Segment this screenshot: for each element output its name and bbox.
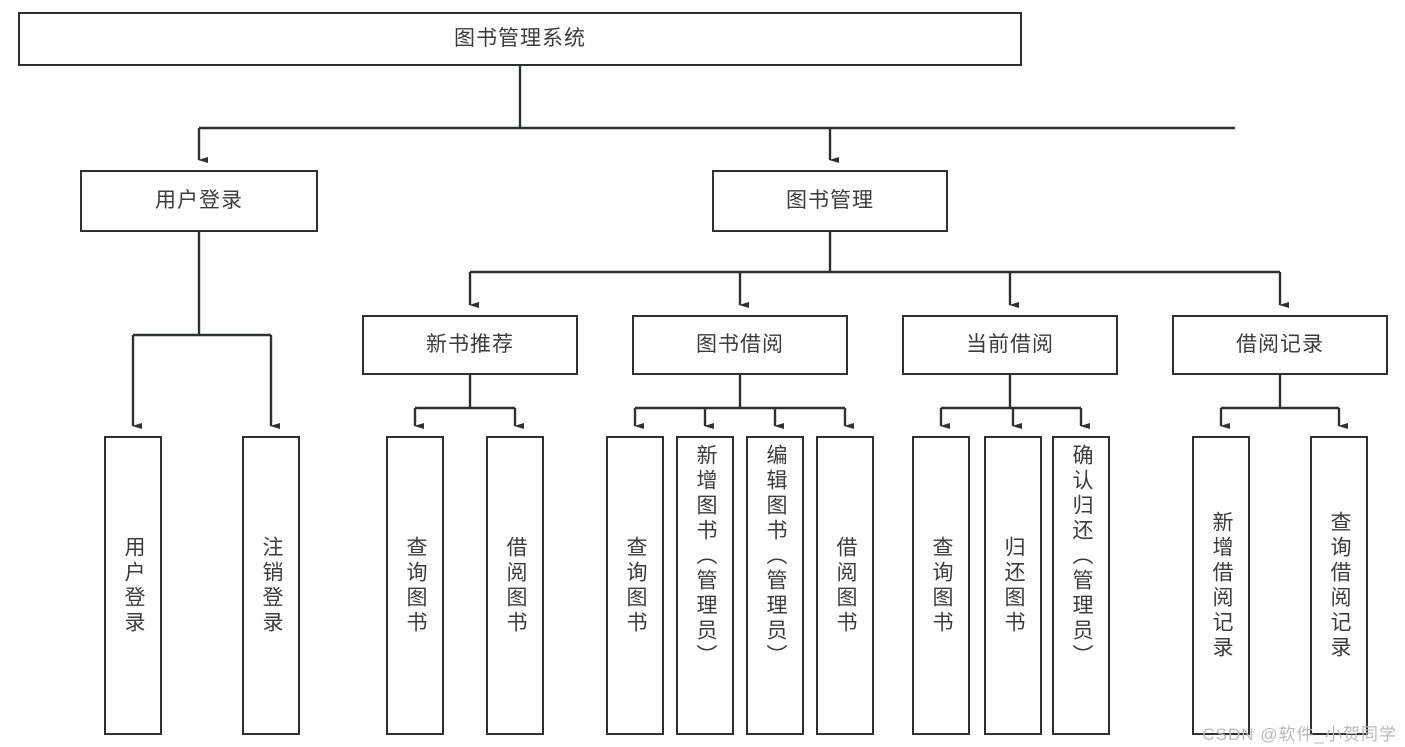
node-user-login[interactable]: 用户登录 <box>80 170 318 232</box>
leaf-label: 新增图书（管理员） <box>694 444 718 669</box>
leaf-query-borrow-record[interactable]: 查询借阅记录 <box>1310 436 1368 735</box>
leaf-label: 查询图书 <box>624 535 648 636</box>
node-book-borrow[interactable]: 图书借阅 <box>632 315 848 375</box>
node-new-book-recommend[interactable]: 新书推荐 <box>362 315 578 375</box>
leaf-query-book-borrow[interactable]: 查询图书 <box>606 436 664 735</box>
node-new-book-recommend-label: 新书推荐 <box>426 333 514 357</box>
watermark: CSDN @软件_小贺同学 <box>1202 725 1397 744</box>
node-borrow-record[interactable]: 借阅记录 <box>1172 315 1388 375</box>
leaf-query-book-recommend[interactable]: 查询图书 <box>386 436 444 735</box>
leaf-edit-book-admin[interactable]: 编辑图书（管理员） <box>746 436 804 735</box>
leaf-label: 确认归还（管理员） <box>1070 444 1094 669</box>
node-current-borrow-label: 当前借阅 <box>966 333 1054 357</box>
node-user-login-label: 用户登录 <box>155 189 243 213</box>
node-book-management-label: 图书管理 <box>786 189 874 213</box>
leaf-label: 用户登录 <box>122 535 146 636</box>
leaf-user-login[interactable]: 用户登录 <box>104 436 162 735</box>
leaf-add-book-admin[interactable]: 新增图书（管理员） <box>676 436 734 735</box>
leaf-borrow-book-recommend[interactable]: 借阅图书 <box>486 436 544 735</box>
leaf-confirm-return-admin[interactable]: 确认归还（管理员） <box>1052 436 1110 735</box>
leaf-label: 归还图书 <box>1002 535 1026 636</box>
node-root-label: 图书管理系统 <box>454 27 586 51</box>
leaf-label: 借阅图书 <box>504 535 528 636</box>
node-current-borrow[interactable]: 当前借阅 <box>902 315 1118 375</box>
leaf-label: 编辑图书（管理员） <box>764 444 788 669</box>
node-root[interactable]: 图书管理系统 <box>18 12 1022 66</box>
node-book-borrow-label: 图书借阅 <box>696 333 784 357</box>
leaf-logout[interactable]: 注销登录 <box>242 436 300 735</box>
leaf-label: 查询图书 <box>930 535 954 636</box>
node-borrow-record-label: 借阅记录 <box>1236 333 1324 357</box>
node-book-management[interactable]: 图书管理 <box>712 170 948 232</box>
leaf-label: 查询借阅记录 <box>1328 510 1352 661</box>
leaf-return-book[interactable]: 归还图书 <box>984 436 1042 735</box>
leaf-label: 新增借阅记录 <box>1210 510 1234 661</box>
leaf-borrow-book[interactable]: 借阅图书 <box>816 436 874 735</box>
leaf-query-book-current[interactable]: 查询图书 <box>912 436 970 735</box>
leaf-label: 查询图书 <box>404 535 428 636</box>
leaf-label: 注销登录 <box>260 535 284 636</box>
leaf-label: 借阅图书 <box>834 535 858 636</box>
leaf-add-borrow-record[interactable]: 新增借阅记录 <box>1192 436 1250 735</box>
